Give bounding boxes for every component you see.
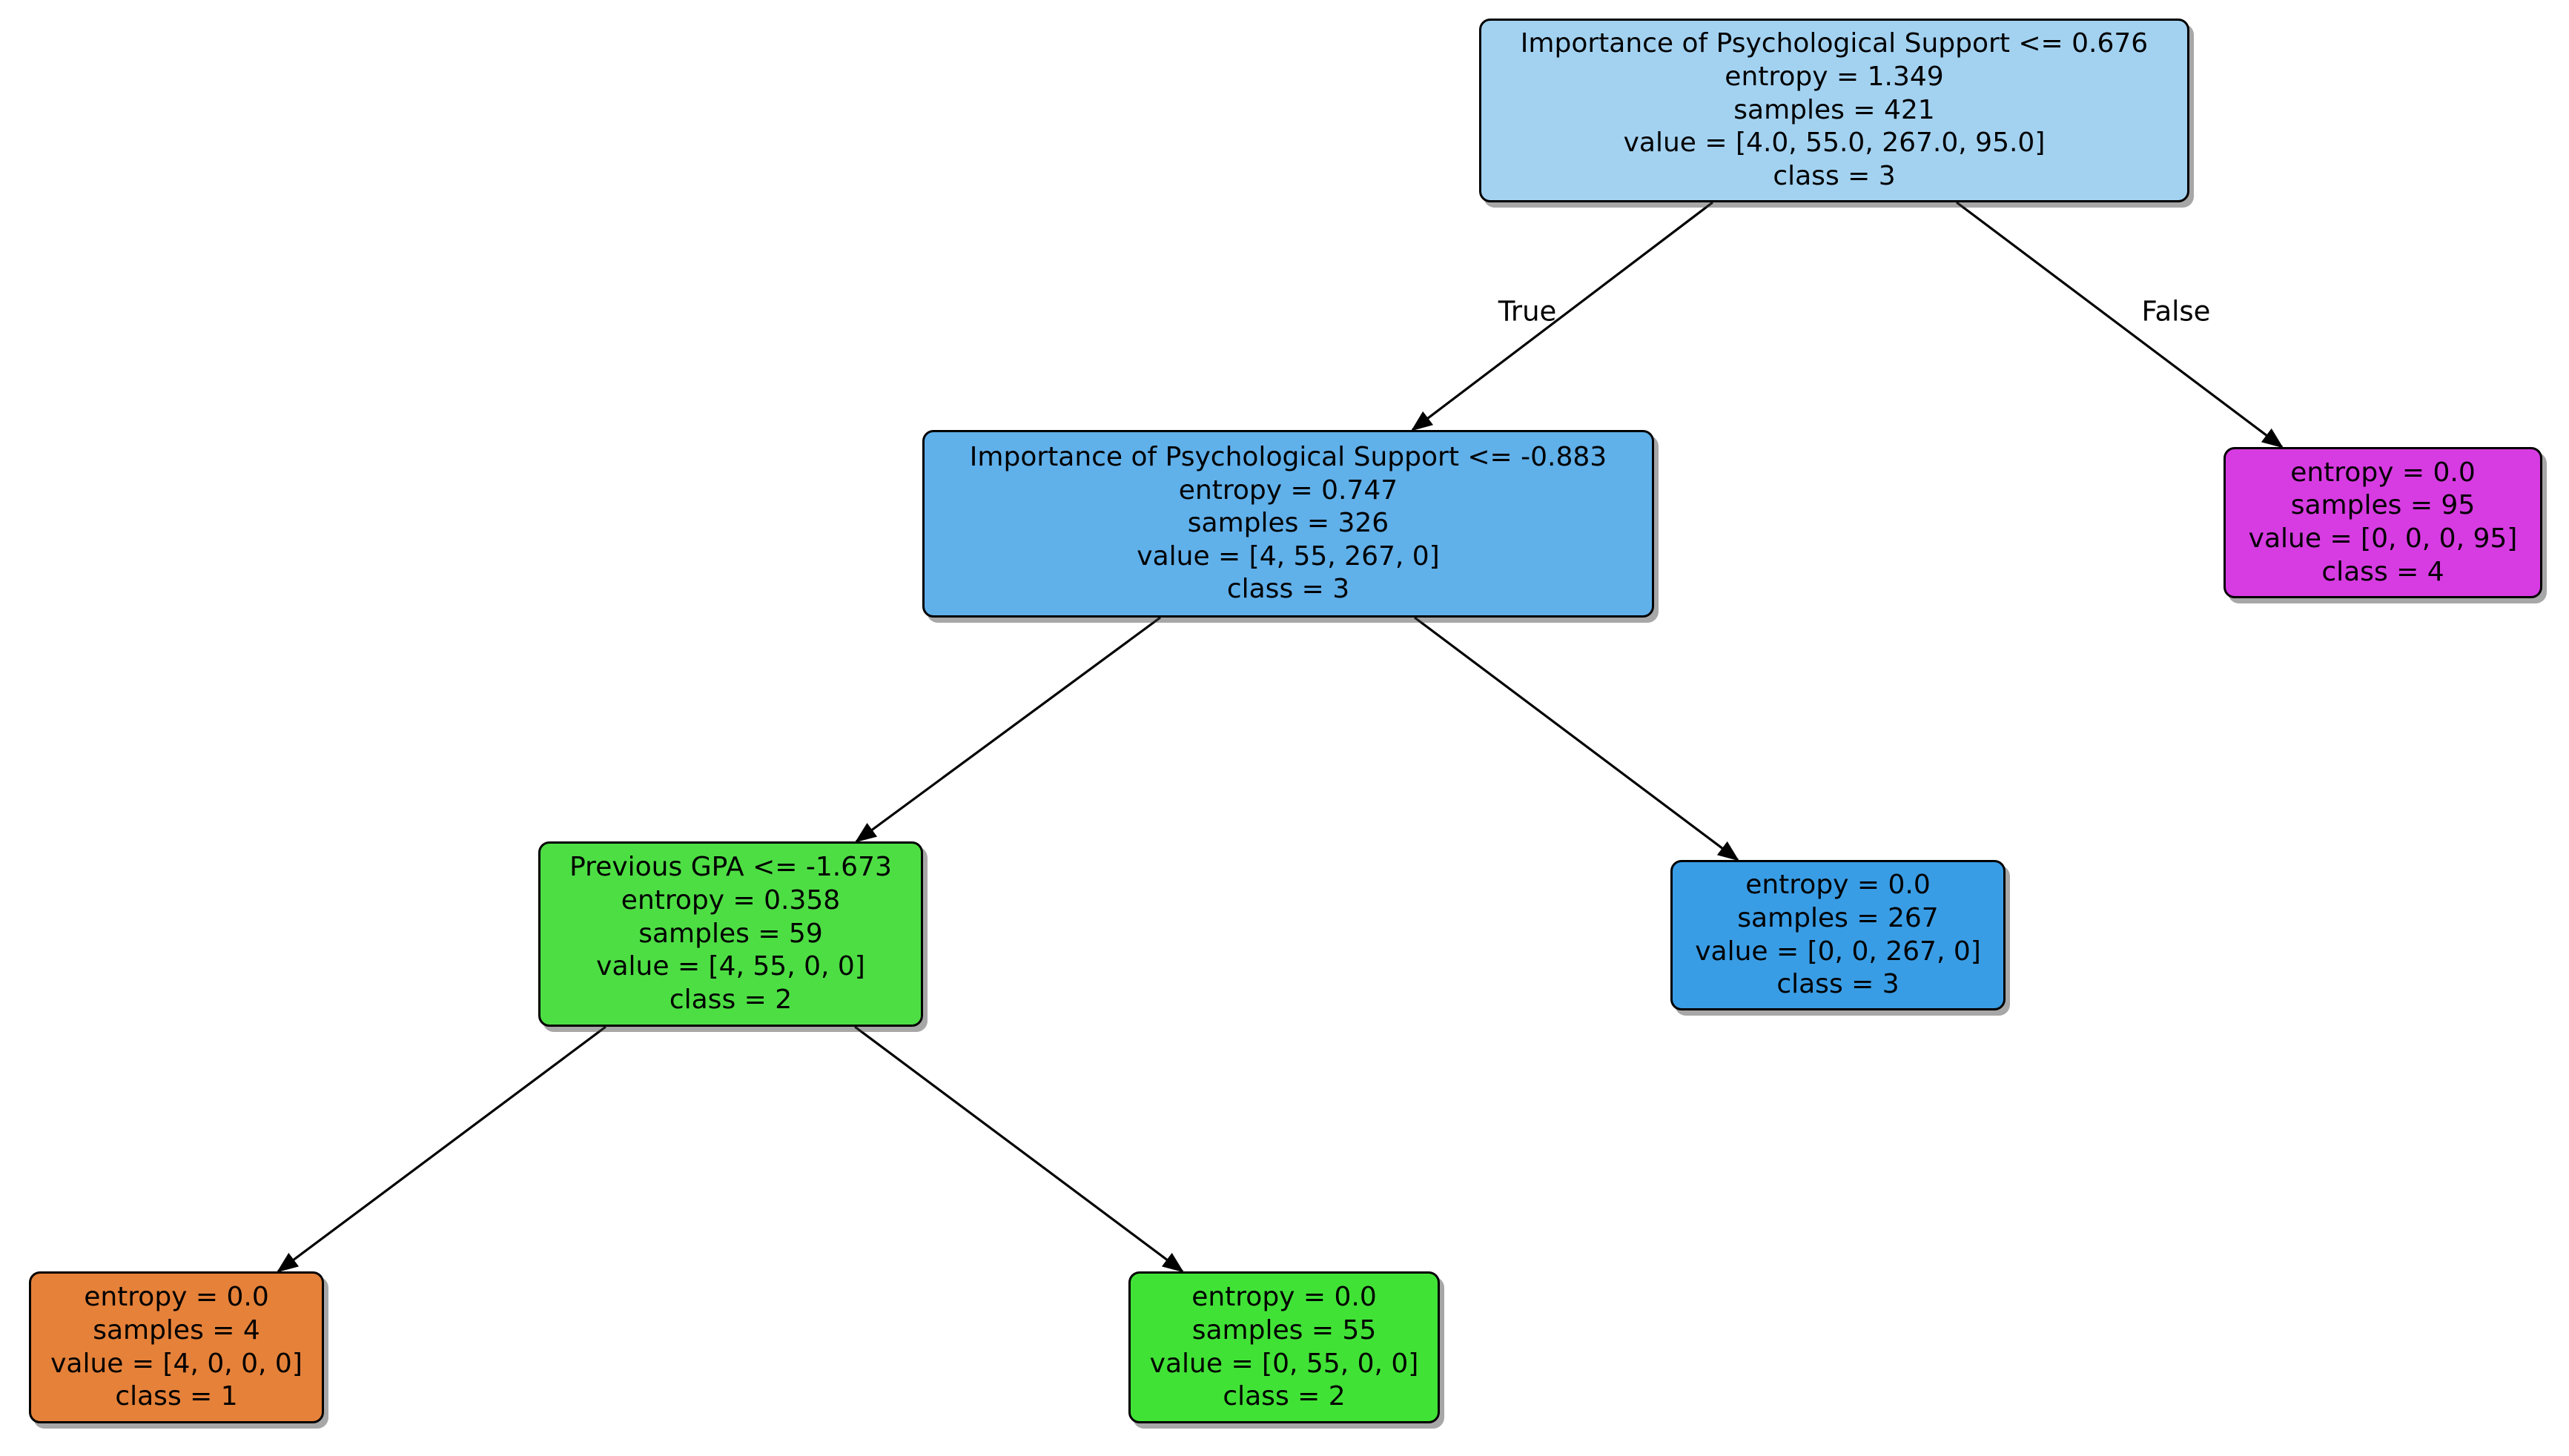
node-entropy: entropy = 0.0: [1745, 870, 1931, 901]
node-class: class = 3: [1773, 160, 1896, 191]
node-entropy: entropy = 0.0: [84, 1282, 269, 1313]
node-condition: Importance of Psychological Support <= -…: [969, 441, 1607, 472]
edge-root-to-right-leaf: [1956, 201, 2284, 449]
node-entropy: entropy = 0.0: [1191, 1282, 1377, 1313]
edge-label-true: True: [1498, 295, 1557, 328]
node-class: class = 3: [1226, 574, 1350, 605]
node-value: value = [4, 55, 267, 0]: [1137, 540, 1440, 572]
node-class: class = 4: [2321, 556, 2444, 587]
node-value: value = [0, 55, 0, 0]: [1149, 1348, 1419, 1379]
node-condition: Previous GPA <= -1.673: [569, 852, 892, 883]
node-class: class = 1: [115, 1381, 238, 1412]
edge-split2-to-gpa-split: [855, 616, 1161, 843]
tree-node-leaf-class2: entropy = 0.0 samples = 55 value = [0, 5…: [1128, 1271, 1440, 1423]
node-samples: samples = 267: [1737, 902, 1939, 933]
tree-node-gpa-split: Previous GPA <= -1.673 entropy = 0.358 s…: [538, 841, 923, 1027]
edge-split2-to-blue-leaf: [1414, 616, 1739, 861]
node-value: value = [4, 0, 0, 0]: [50, 1348, 302, 1379]
node-condition: Importance of Psychological Support <= 0…: [1520, 28, 2149, 59]
node-entropy: entropy = 0.358: [621, 885, 841, 916]
tree-node-leaf-class1: entropy = 0.0 samples = 4 value = [4, 0,…: [29, 1271, 324, 1423]
node-value: value = [4, 55, 0, 0]: [596, 951, 865, 982]
tree-node-psych-split: Importance of Psychological Support <= -…: [922, 430, 1654, 618]
node-entropy: entropy = 1.349: [1725, 62, 1944, 93]
node-samples: samples = 59: [638, 918, 823, 949]
node-value: value = [0, 0, 0, 95]: [2248, 523, 2518, 554]
node-class: class = 2: [1223, 1381, 1346, 1412]
edge-gpa-to-orange-leaf: [277, 1025, 606, 1273]
edge-root-to-left-split: [1411, 201, 1713, 431]
node-entropy: entropy = 0.0: [2290, 457, 2476, 488]
tree-node-leaf-class3: entropy = 0.0 samples = 267 value = [0, …: [1670, 860, 2006, 1010]
edge-label-false: False: [2141, 295, 2211, 328]
node-samples: samples = 55: [1191, 1314, 1377, 1346]
node-samples: samples = 421: [1733, 94, 1935, 125]
node-value: value = [0, 0, 267, 0]: [1695, 936, 1981, 967]
node-entropy: entropy = 0.747: [1178, 474, 1398, 506]
tree-node-root: Importance of Psychological Support <= 0…: [1479, 19, 2189, 202]
node-class: class = 2: [669, 984, 793, 1015]
node-samples: samples = 4: [93, 1314, 260, 1346]
tree-node-leaf-class4: entropy = 0.0 samples = 95 value = [0, 0…: [2224, 447, 2542, 598]
node-samples: samples = 95: [2290, 490, 2476, 521]
node-value: value = [4.0, 55.0, 267.0, 95.0]: [1623, 128, 2046, 159]
node-samples: samples = 326: [1187, 508, 1389, 539]
edge-gpa-to-green-leaf: [854, 1025, 1184, 1273]
node-class: class = 3: [1776, 969, 1900, 1000]
